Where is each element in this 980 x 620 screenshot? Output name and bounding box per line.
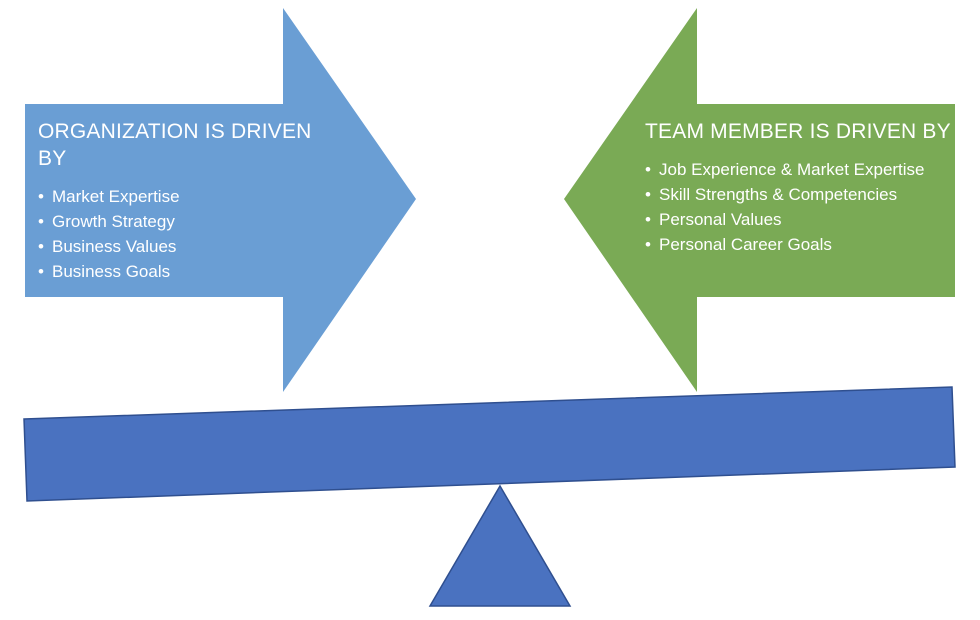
team-member-title: TEAM MEMBER IS DRIVEN BY <box>645 120 951 143</box>
list-item: Personal Values <box>645 207 965 232</box>
seesaw-beam <box>23 386 956 502</box>
organization-driver-list: Market Expertise Growth Strategy Busines… <box>38 184 338 284</box>
organization-panel: ORGANIZATION IS DRIVEN BY Market Experti… <box>38 118 338 284</box>
list-item: Business Values <box>38 234 338 259</box>
team-member-driver-list: Job Experience & Market Expertise Skill … <box>645 157 965 257</box>
list-item: Market Expertise <box>38 184 338 209</box>
organization-title: ORGANIZATION IS DRIVEN BY <box>38 120 312 170</box>
list-item: Growth Strategy <box>38 209 338 234</box>
list-item: Job Experience & Market Expertise <box>645 157 965 182</box>
list-item: Business Goals <box>38 259 338 284</box>
seesaw-fulcrum <box>428 484 572 607</box>
list-item: Personal Career Goals <box>645 232 965 257</box>
list-item: Skill Strengths & Competencies <box>645 182 965 207</box>
team-member-panel: TEAM MEMBER IS DRIVEN BY Job Experience … <box>645 118 965 257</box>
